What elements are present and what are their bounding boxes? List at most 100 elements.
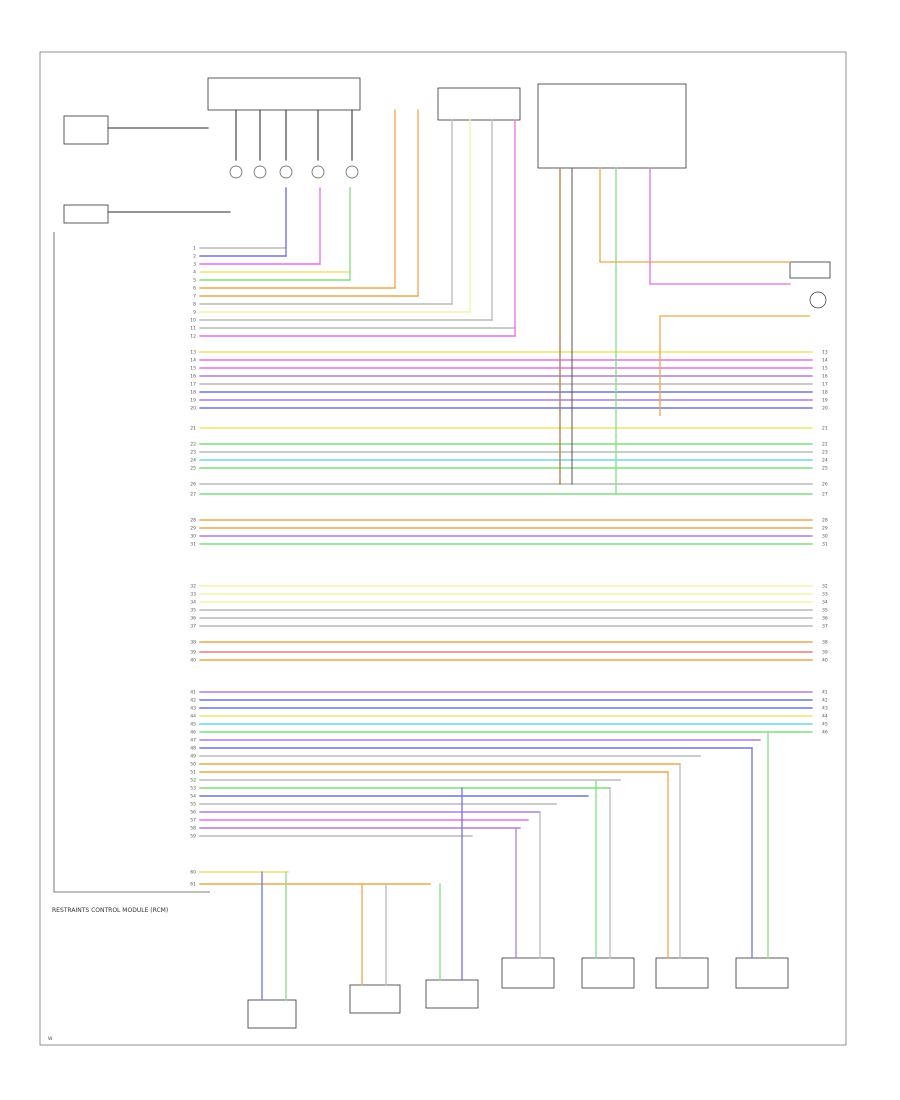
pin-left-15: 15 [190,366,196,372]
clockspring-connector [279,165,293,179]
pin-left-54: 54 [190,794,196,800]
center-loop-f [659,315,810,416]
pin-left-36: 36 [190,616,196,622]
pin-right-23: 23 [822,450,828,456]
bottom-component-7 [735,957,789,989]
pin-right-19: 19 [822,398,828,404]
pin-right-15: 15 [822,366,828,372]
pin-left-41: 41 [190,690,196,696]
pin-left-33: 33 [190,592,196,598]
pin-left-5: 5 [193,278,196,284]
pin-left-47: 47 [190,738,196,744]
pin-right-18: 18 [822,390,828,396]
footer-ref-text: W [48,1036,53,1042]
pin-left-4: 4 [193,270,196,276]
pin-left-28: 28 [190,518,196,524]
pin-right-45: 45 [822,722,828,728]
component-right-ground [809,291,827,309]
pin-left-40: 40 [190,658,196,664]
bottom-component-4 [501,957,555,989]
pin-right-42: 42 [822,698,828,704]
pin-left-26: 26 [190,482,196,488]
pin-right-36: 36 [822,616,828,622]
pin-right-30: 30 [822,534,828,540]
pin-left-60: 60 [190,870,196,876]
pin-left-1: 1 [193,246,196,252]
pin-right-43: 43 [822,706,828,712]
pin-left-9: 9 [193,310,196,316]
pin-left-50: 50 [190,762,196,768]
bottom-component-6 [655,957,709,989]
pin-right-28: 28 [822,518,828,524]
pin-right-40: 40 [822,658,828,664]
pin-left-8: 8 [193,302,196,308]
pin-left-45: 45 [190,722,196,728]
bottom-component-3 [425,979,479,1009]
component-small-left-b [63,204,109,224]
pin-left-59: 59 [190,834,196,840]
pin-right-35: 35 [822,608,828,614]
pin-right-24: 24 [822,458,828,464]
pin-left-16: 16 [190,374,196,380]
pin-left-31: 31 [190,542,196,548]
pin-left-3: 3 [193,262,196,268]
pin-left-52: 52 [190,778,196,784]
pin-left-22: 22 [190,442,196,448]
pin-left-14: 14 [190,358,196,364]
pin-right-41: 41 [822,690,828,696]
pin-right-34: 34 [822,600,828,606]
pin-left-24: 24 [190,458,196,464]
pin-right-37: 37 [822,624,828,630]
pin-right-26: 26 [822,482,828,488]
pin-right-22: 22 [822,442,828,448]
pin-left-37: 37 [190,624,196,630]
pin-left-7: 7 [193,294,196,300]
module-name-text: RESTRAINTS CONTROL MODULE (RCM) [52,907,168,914]
pin-left-13: 13 [190,350,196,356]
pin-left-20: 20 [190,406,196,412]
pin-left-44: 44 [190,714,196,720]
pin-left-49: 49 [190,754,196,760]
pin-left-46: 46 [190,730,196,736]
pin-left-39: 39 [190,650,196,656]
pin-left-25: 25 [190,466,196,472]
pin-right-38: 38 [822,640,828,646]
pin-left-27: 27 [190,492,196,498]
component-pass-airbag [537,83,687,169]
pin-right-39: 39 [822,650,828,656]
pin-right-25: 25 [822,466,828,472]
pin-left-58: 58 [190,826,196,832]
pin-left-61: 61 [190,882,196,888]
pin-right-16: 16 [822,374,828,380]
pin-left-57: 57 [190,818,196,824]
pin-left-43: 43 [190,706,196,712]
pin-left-55: 55 [190,802,196,808]
pin-left-21: 21 [190,426,196,432]
pin-left-29: 29 [190,526,196,532]
pin-left-10: 10 [190,318,196,324]
pin-right-14: 14 [822,358,828,364]
pin-left-51: 51 [190,770,196,776]
bottom-component-2 [349,984,401,1014]
pin-left-42: 42 [190,698,196,704]
pin-left-23: 23 [190,450,196,456]
bottom-component-5 [581,957,635,989]
pin-left-56: 56 [190,810,196,816]
pin-right-17: 17 [822,382,828,388]
pin-left-38: 38 [190,640,196,646]
bottom-component-1 [247,999,297,1029]
pin-left-35: 35 [190,608,196,614]
pin-left-48: 48 [190,746,196,752]
pin-right-31: 31 [822,542,828,548]
pin-left-12: 12 [190,334,196,340]
pin-right-32: 32 [822,584,828,590]
component-lh-curtain [437,87,521,121]
pin-left-11: 11 [190,326,196,332]
rcm-border [53,232,210,893]
pin-right-13: 13 [822,350,828,356]
pin-left-17: 17 [190,382,196,388]
pin-right-27: 27 [822,492,828,498]
pin-left-19: 19 [190,398,196,404]
